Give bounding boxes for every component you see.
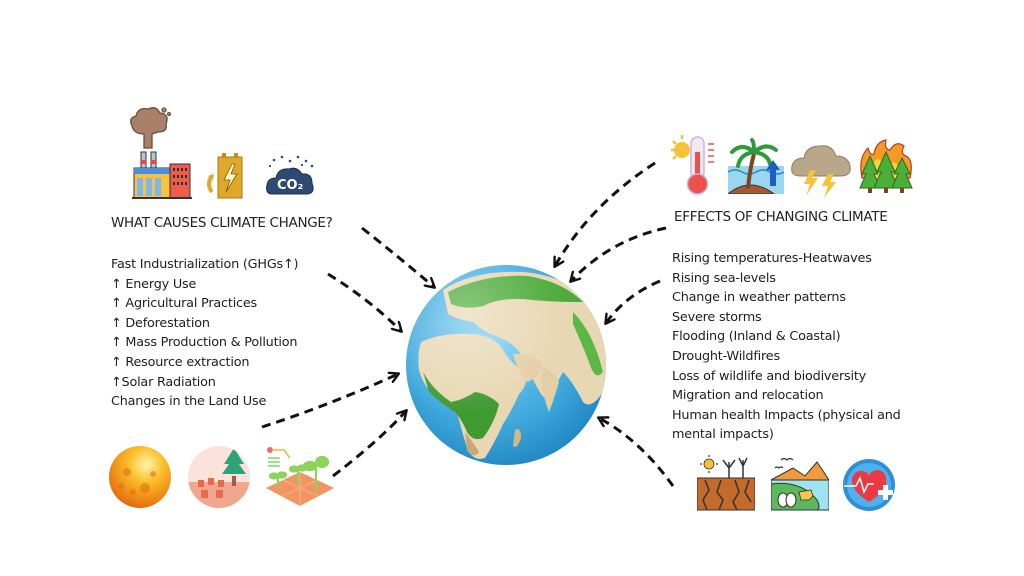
storm-icon — [791, 145, 851, 198]
arrow-effects-list — [606, 279, 661, 323]
arrow-effects-bottom — [599, 418, 675, 487]
effects-list: Rising temperatures-Heatwaves Rising sea… — [672, 249, 901, 445]
effect-item: Rising temperatures-Heatwaves — [672, 251, 872, 266]
arrow-causes-bottom-left — [261, 374, 398, 429]
deforestation-icon — [188, 446, 250, 508]
cause-item: ↑ Agricultural Practices — [111, 296, 258, 312]
effect-item: Change in weather patterns — [672, 290, 846, 306]
effect-item: Severe storms — [672, 309, 762, 325]
wildlife-icon — [771, 457, 829, 511]
earth-globe-icon — [406, 265, 606, 465]
smoke-cloud-icon — [130, 107, 171, 149]
sea-level-rise-icon — [728, 138, 784, 194]
factory-icon — [132, 151, 192, 199]
effect-item: Flooding (Inland & Coastal) — [672, 329, 841, 345]
causes-heading: WHAT CAUSES CLIMATE CHANGE? — [111, 215, 333, 231]
cause-item: ↑ Mass Production & Pollution — [111, 335, 298, 351]
cause-item: ↑ Resource extraction — [111, 354, 250, 370]
sun-icon — [109, 446, 171, 508]
battery-energy-icon — [207, 153, 243, 199]
effects-heading: EFFECTS OF CHANGING CLIMATE — [674, 209, 888, 225]
arrow-effects-heading — [571, 226, 667, 281]
health-icon — [843, 459, 895, 511]
effect-item: Migration and relocation — [672, 388, 824, 404]
effect-item: Drought-Wildfires — [672, 348, 780, 364]
cause-item: ↑Solar Radiation — [111, 374, 216, 390]
cause-item: Changes in the Land Use — [111, 394, 267, 410]
arrow-causes-list — [327, 272, 401, 331]
co2-cloud-icon: CO₂ — [266, 155, 314, 195]
heat-thermometer-icon — [671, 135, 714, 195]
agriculture-icon — [266, 447, 334, 506]
cause-item: ↑ Energy Use — [111, 276, 197, 292]
effect-item: mental impacts) — [672, 427, 774, 443]
effect-item: Human health Impacts (physical and — [672, 407, 901, 423]
arrow-causes-bottom-right — [332, 411, 406, 478]
svg-text:CO₂: CO₂ — [277, 178, 303, 193]
arrow-causes-heading — [361, 226, 434, 287]
cause-item: ↑ Deforestation — [111, 315, 210, 331]
wildfire-icon — [859, 139, 913, 193]
effect-item: Loss of wildlife and biodiversity — [672, 368, 867, 384]
cause-item: Fast Industrialization (GHGs↑) — [111, 257, 299, 272]
drought-icon — [697, 455, 755, 511]
effect-item: Rising sea-levels — [672, 270, 776, 286]
arrow-effects-top — [555, 161, 656, 266]
causes-list: Fast Industrialization (GHGs↑) ↑ Energy … — [111, 255, 299, 412]
